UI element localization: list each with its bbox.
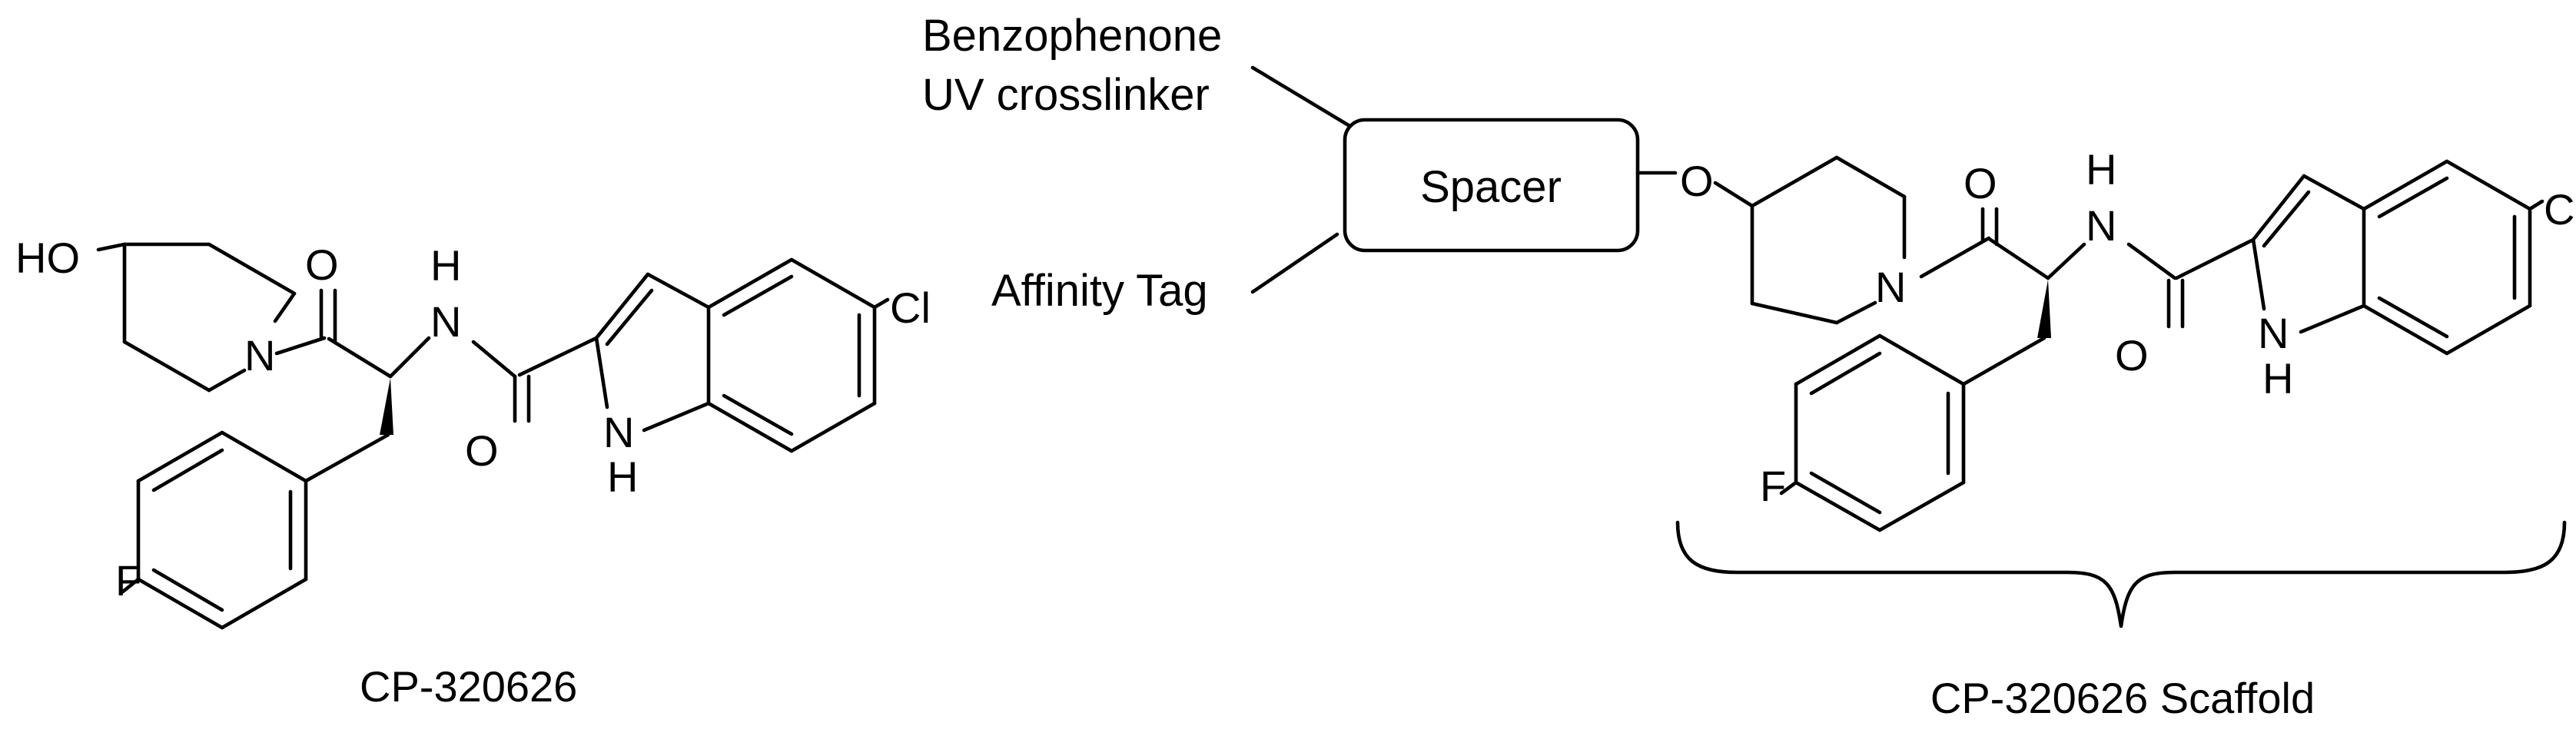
left-indole-n-label: N [603,408,634,456]
right-chlorine-label: Cl [2544,185,2576,234]
affinity-tag-label: Affinity Tag [991,266,1208,316]
left-carbonyl-o-label: O [465,426,499,475]
benzophenone-label: Benzophenone [922,11,1222,61]
left-indole-h-label: H [607,453,638,501]
left-hydroxyl-label: HO [15,234,80,282]
left-amide-o-label: O [305,240,339,289]
left-chlorine-label: Cl [890,283,931,332]
left-piperidine-n-label: N [244,331,275,380]
left-caption: CP-320626 [360,662,577,711]
right-piperidine-n-label: N [1875,263,1906,311]
left-piperidine-ring [96,242,297,393]
right-benzyl [1779,280,2051,532]
right-amide-o-label: O [1964,159,1997,207]
right-caption: CP-320626 Scaffold [1930,674,2315,722]
scaffold-brace [1675,520,2567,628]
right-nh-n-label: N [2086,201,2116,250]
right-nh-h-label: H [2086,145,2116,194]
right-piperidine-ring [1750,155,1907,325]
right-indole-h-label: H [2262,354,2293,403]
affinity-tag-connector [1250,232,1339,294]
spacer-box: Spacer [1343,118,1640,253]
right-amide-bonds [1919,207,2256,329]
left-indole [594,257,890,453]
left-amide-bonds [274,288,599,423]
spacer-label: Spacer [1420,162,1562,212]
right-ether-o-label: O [1680,157,1714,205]
right-indole [2251,159,2544,356]
uv-crosslinker-label: UV crosslinker [922,70,1210,120]
left-molecule: HO N O H N O N H Cl F CP-320626 [15,234,931,711]
left-fluorine-label: F [115,556,141,605]
right-carbonyl-o-label: O [2115,331,2149,380]
left-nh-h-label: H [430,241,461,290]
left-benzyl [121,378,393,630]
left-nh-n-label: N [430,297,461,346]
right-molecule: Benzophenone UV crosslinker Affinity Tag… [922,11,2576,722]
right-indole-n-label: N [2258,309,2289,357]
right-fluorine-label: F [1760,462,1786,510]
benzophenone-connector [1250,65,1353,129]
